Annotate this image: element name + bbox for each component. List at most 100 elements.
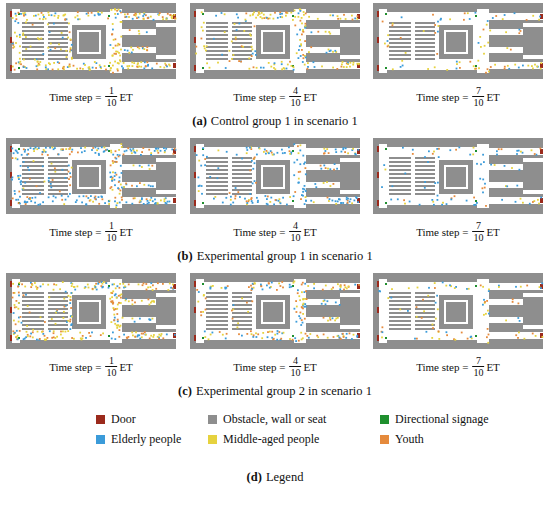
pedestrian-dot xyxy=(267,18,269,20)
pedestrian-dot xyxy=(346,198,348,200)
pedestrian-dot xyxy=(64,19,66,21)
pedestrian-dot xyxy=(203,45,205,47)
pedestrian-dot xyxy=(205,50,207,52)
pedestrian-dot xyxy=(519,320,521,322)
pedestrian-dot xyxy=(112,23,114,25)
pedestrian-dot xyxy=(466,288,468,290)
pedestrian-dot xyxy=(66,56,68,58)
pedestrian-dot xyxy=(141,198,143,200)
pedestrian-dot xyxy=(438,338,440,340)
pedestrian-dot xyxy=(139,318,141,320)
pedestrian-dot xyxy=(400,66,402,68)
pedestrian-dot xyxy=(308,16,310,18)
pedestrian-dot xyxy=(276,199,278,201)
pedestrian-dot xyxy=(400,37,402,39)
legend-swatch xyxy=(208,435,217,444)
pedestrian-dot xyxy=(29,312,31,314)
pedestrian-dot xyxy=(123,186,125,188)
pedestrian-dot xyxy=(112,29,114,31)
pedestrian-dot xyxy=(158,334,160,336)
pedestrian-dot xyxy=(39,203,41,205)
pedestrian-dot xyxy=(14,307,16,309)
pedestrian-dot xyxy=(305,306,307,308)
pedestrian-dot xyxy=(132,49,134,51)
pedestrian-dot xyxy=(110,67,112,69)
pedestrian-dot xyxy=(467,12,469,14)
pedestrian-dot xyxy=(281,63,283,65)
pedestrian-dot xyxy=(52,147,54,149)
pedestrian-dot xyxy=(43,149,45,151)
pedestrian-dot xyxy=(105,282,107,284)
pedestrian-dot xyxy=(139,165,141,167)
pedestrian-dot xyxy=(154,150,156,152)
pedestrian-dot xyxy=(431,199,433,201)
pedestrian-dot xyxy=(298,315,300,317)
pedestrian-dot xyxy=(71,57,73,59)
pedestrian-dot xyxy=(79,18,81,20)
pedestrian-dot xyxy=(70,39,72,41)
pedestrian-dot xyxy=(18,317,20,319)
pedestrian-dot xyxy=(23,15,25,17)
pedestrian-dot xyxy=(116,313,118,315)
pedestrian-dot xyxy=(52,69,54,71)
pedestrian-dot xyxy=(23,188,25,190)
pedestrian-dot xyxy=(139,182,141,184)
pedestrian-dot xyxy=(302,155,304,157)
pedestrian-dot xyxy=(69,299,71,301)
pedestrian-dot xyxy=(134,152,136,154)
pedestrian-dot xyxy=(42,53,44,55)
pedestrian-dot xyxy=(85,337,87,339)
pedestrian-dot xyxy=(351,338,353,340)
pedestrian-dot xyxy=(111,9,113,11)
pedestrian-dot xyxy=(310,46,312,48)
pedestrian-dot xyxy=(328,200,330,202)
pedestrian-dot xyxy=(58,154,60,156)
pedestrian-dot xyxy=(64,306,66,308)
pedestrian-dot xyxy=(332,200,334,202)
pedestrian-dot xyxy=(540,148,542,150)
pedestrian-dot xyxy=(26,325,28,327)
pedestrian-dot xyxy=(90,195,92,197)
pedestrian-dot xyxy=(27,305,29,307)
pedestrian-dot xyxy=(196,154,198,156)
pedestrian-dot xyxy=(143,203,145,205)
fraction-denominator: 10 xyxy=(105,231,117,243)
pedestrian-dot xyxy=(12,297,14,299)
pedestrian-dot xyxy=(119,55,121,57)
pedestrian-dot xyxy=(95,67,97,69)
pedestrian-dot xyxy=(334,163,336,165)
pedestrian-dot xyxy=(243,30,245,32)
pedestrian-dot xyxy=(317,31,319,33)
pedestrian-dot xyxy=(118,156,120,158)
pedestrian-dot xyxy=(540,62,542,64)
pedestrian-dot xyxy=(145,283,147,285)
pedestrian-dot xyxy=(339,304,341,306)
pedestrian-dot xyxy=(304,26,306,28)
pedestrian-dot xyxy=(237,191,239,193)
pedestrian-dot xyxy=(136,150,138,152)
pedestrian-dot xyxy=(53,289,55,291)
pedestrian-dot xyxy=(48,196,50,198)
pedestrian-dot xyxy=(273,338,275,340)
pedestrian-dot xyxy=(392,185,394,187)
pedestrian-dot xyxy=(325,150,327,152)
pedestrian-dot xyxy=(476,202,478,204)
pedestrian-dot xyxy=(18,308,20,310)
pedestrian-dot xyxy=(63,311,65,313)
pedestrian-dot xyxy=(251,55,253,57)
pedestrian-dot xyxy=(437,182,439,184)
pedestrian-dot xyxy=(401,16,403,18)
pedestrian-dot xyxy=(15,15,17,17)
pedestrian-dot xyxy=(224,13,226,15)
pedestrian-dot xyxy=(532,68,534,70)
pedestrian-dot xyxy=(428,150,430,152)
pedestrian-dot xyxy=(516,185,518,187)
pedestrian-dot xyxy=(92,201,94,203)
pedestrian-dot xyxy=(477,60,479,62)
pedestrian-dot xyxy=(15,323,17,325)
pedestrian-dot xyxy=(147,17,149,19)
pedestrian-dot xyxy=(241,158,243,160)
pedestrian-dot xyxy=(55,12,57,14)
pedestrian-dot xyxy=(104,150,106,152)
evacuation-panel xyxy=(373,138,543,214)
